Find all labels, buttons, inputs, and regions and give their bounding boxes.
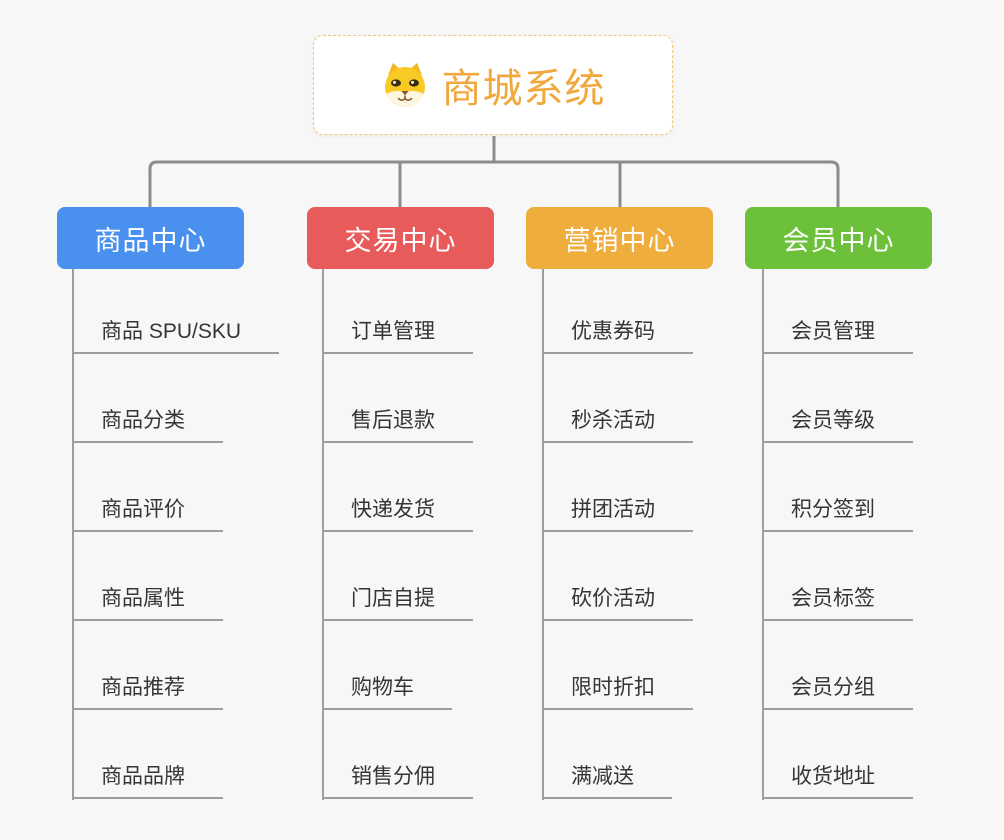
leaf-node[interactable]: 购物车 xyxy=(323,675,452,710)
leaf-node[interactable]: 积分签到 xyxy=(763,497,913,532)
branch-node-product-center[interactable]: 商品中心 xyxy=(57,207,244,269)
leaf-node[interactable]: 销售分佣 xyxy=(323,764,473,799)
shiba-dog-icon xyxy=(381,61,429,109)
leaf-node[interactable]: 优惠券码 xyxy=(543,319,693,354)
leaf-node[interactable]: 拼团活动 xyxy=(543,497,693,532)
bus-line xyxy=(148,160,840,208)
trunk-connectors xyxy=(148,136,840,208)
leaf-node[interactable]: 商品品牌 xyxy=(73,764,223,799)
leaf-node[interactable]: 商品属性 xyxy=(73,586,223,621)
leaf-node[interactable]: 限时折扣 xyxy=(543,675,693,710)
root-node[interactable]: 商城系统 xyxy=(313,35,673,135)
leaf-node[interactable]: 售后退款 xyxy=(323,408,473,443)
branch-node-member-center[interactable]: 会员中心 xyxy=(745,207,932,269)
leaf-node[interactable]: 商品分类 xyxy=(73,408,223,443)
branch-node-trade-center[interactable]: 交易中心 xyxy=(307,207,494,269)
leaf-node[interactable]: 会员分组 xyxy=(763,675,913,710)
leaf-node[interactable]: 会员等级 xyxy=(763,408,913,443)
leaf-node[interactable]: 会员标签 xyxy=(763,586,913,621)
leaf-node[interactable]: 商品推荐 xyxy=(73,675,223,710)
leaf-node[interactable]: 秒杀活动 xyxy=(543,408,693,443)
leaf-node[interactable]: 满减送 xyxy=(543,764,672,799)
leaf-node[interactable]: 砍价活动 xyxy=(543,586,693,621)
leaf-node[interactable]: 快递发货 xyxy=(323,497,473,532)
root-label: 商城系统 xyxy=(441,67,606,111)
branch-node-marketing-center[interactable]: 营销中心 xyxy=(526,207,713,269)
leaf-node[interactable]: 收货地址 xyxy=(763,764,913,799)
leaf-node[interactable]: 商品评价 xyxy=(73,497,223,532)
leaf-node[interactable]: 订单管理 xyxy=(323,319,473,354)
leaf-node[interactable]: 会员管理 xyxy=(763,319,913,354)
leaf-node[interactable]: 商品 SPU/SKU xyxy=(73,319,280,354)
leaf-node[interactable]: 门店自提 xyxy=(323,586,473,621)
